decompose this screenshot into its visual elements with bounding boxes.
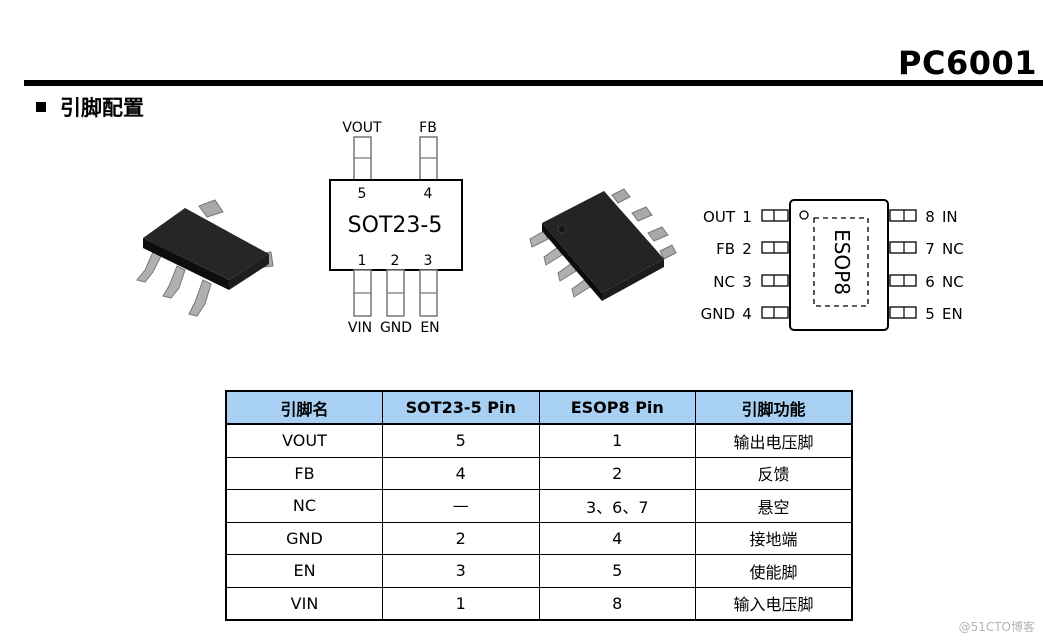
header-rule (24, 80, 1043, 86)
esop8-pin-number: 8 (925, 208, 935, 226)
square-bullet-icon (36, 102, 46, 112)
table-row: VOUT 5 1 输出电压脚 (225, 423, 853, 458)
sot23-pin-number: 3 (424, 253, 433, 269)
table-cell: VOUT (225, 423, 383, 458)
esop8-pin-number: 2 (742, 240, 752, 258)
esop8-pin1-dot (557, 224, 567, 234)
section-heading-text: 引脚配置 (60, 96, 144, 120)
esop8-pin-label: FB (716, 240, 735, 258)
table-row: VIN 1 8 输入电压脚 (225, 586, 853, 621)
table-cell: 2 (382, 521, 540, 555)
esop8-body-top (542, 191, 664, 293)
sot23-top-label: VOUT (342, 120, 382, 136)
section-heading: 引脚配置 (36, 92, 144, 122)
esop8-lead (647, 226, 669, 242)
esop8-body-side (542, 223, 602, 301)
esop8-exposed-pad (813, 217, 869, 307)
esop8-pin-number: 6 (925, 273, 935, 291)
sot23-lead-top (198, 199, 224, 218)
column-header: 引脚名 (225, 390, 383, 425)
sot23-bottom-label: EN (420, 320, 439, 336)
esop8-pin-number: 7 (925, 240, 935, 258)
table-cell: 1 (538, 423, 696, 458)
sot23-lead-3 (188, 279, 212, 317)
table-cell: 5 (382, 423, 540, 458)
esop8-pinout-diagram: OUT 1 FB 2 NC 3 GND 4 ESOP8 8 IN 7 NC 6 … (701, 199, 964, 331)
sot23-pinout-body (329, 179, 463, 271)
watermark: @51CTO博客 (958, 620, 1035, 634)
sot23-package-photo (136, 199, 274, 317)
table-cell: 1 (382, 586, 540, 621)
esop8-pin-number: 4 (742, 305, 752, 323)
esop8-lead (611, 188, 631, 204)
column-header: ESOP8 Pin (538, 390, 696, 425)
table-cell: 悬空 (695, 489, 853, 523)
table-row: EN 3 5 使能脚 (225, 554, 853, 588)
sot23-pin-number: 1 (358, 253, 367, 269)
table-cell: 3、6、7 (538, 489, 696, 523)
table-cell: NC (225, 489, 383, 523)
table-cell: 反馈 (695, 456, 853, 490)
table-cell: 3 (382, 554, 540, 588)
pin-function-table: 引脚名 SOT23-5 Pin ESOP8 Pin 引脚功能 VOUT 5 1 … (225, 390, 853, 621)
sot23-body-side-right (229, 254, 269, 290)
esop8-pin-label: IN (942, 208, 958, 226)
esop8-lead (659, 244, 677, 260)
esop8-pinout-body (789, 199, 889, 331)
sot23-top-label: FB (419, 120, 437, 136)
esop8-body-side-right (602, 259, 664, 301)
sot23-pinout-diagram: VOUT FB 5 4 SOT23-5 1 2 3 VIN GND EN (329, 120, 463, 336)
sot23-pin-number: 4 (424, 186, 433, 202)
esop8-pin-number: 5 (925, 305, 935, 323)
column-header: 引脚功能 (695, 390, 853, 425)
table-cell: — (382, 489, 540, 523)
esop8-pin1-marker (799, 210, 809, 220)
sot23-pin-number: 5 (358, 186, 367, 202)
sot23-bottom-label: GND (380, 320, 412, 336)
esop8-left-pins: OUT 1 FB 2 NC 3 GND 4 (701, 208, 789, 323)
esop8-pin-label: EN (942, 305, 963, 323)
table-cell: 使能脚 (695, 554, 853, 588)
sot23-body-side (143, 238, 229, 290)
esop8-pin-label: NC (942, 273, 964, 291)
table-cell: 4 (538, 521, 696, 555)
table-row: NC — 3、6、7 悬空 (225, 489, 853, 523)
esop8-right-pins: 8 IN 7 NC 6 NC 5 EN (889, 208, 964, 323)
table-cell: 输出电压脚 (695, 423, 853, 458)
esop8-pin-label: NC (713, 273, 735, 291)
esop8-lead (631, 206, 653, 222)
table-cell: VIN (225, 586, 383, 621)
table-cell: GND (225, 521, 383, 555)
table-row: GND 2 4 接地端 (225, 521, 853, 555)
esop8-pin-number: 1 (742, 208, 752, 226)
table-cell: 2 (538, 456, 696, 490)
sot23-bottom-label: VIN (348, 320, 372, 336)
esop8-pin-label: OUT (703, 208, 736, 226)
esop8-pin-number: 3 (742, 273, 752, 291)
table-cell: 5 (538, 554, 696, 588)
table-row: FB 4 2 反馈 (225, 456, 853, 490)
column-header: SOT23-5 Pin (382, 390, 540, 425)
table-cell: EN (225, 554, 383, 588)
table-cell: 4 (382, 456, 540, 490)
table-cell: FB (225, 456, 383, 490)
esop8-pin-label: NC (942, 240, 964, 258)
esop8-package-name: ESOP8 (830, 229, 854, 295)
table-cell: 输入电压脚 (695, 586, 853, 621)
sot23-lead-1 (136, 251, 162, 283)
esop8-package-photo (529, 188, 677, 301)
table-header-row: 引脚名 SOT23-5 Pin ESOP8 Pin 引脚功能 (225, 390, 853, 425)
esop8-pin-label: GND (701, 305, 735, 323)
part-number: PC6001 (898, 44, 1037, 82)
sot23-body-top (143, 208, 269, 280)
sot23-package-name: SOT23-5 (348, 213, 443, 238)
sot23-lead-2 (162, 265, 186, 299)
table-cell: 8 (538, 586, 696, 621)
table-cell: 接地端 (695, 521, 853, 555)
sot23-pin-number: 2 (391, 253, 400, 269)
